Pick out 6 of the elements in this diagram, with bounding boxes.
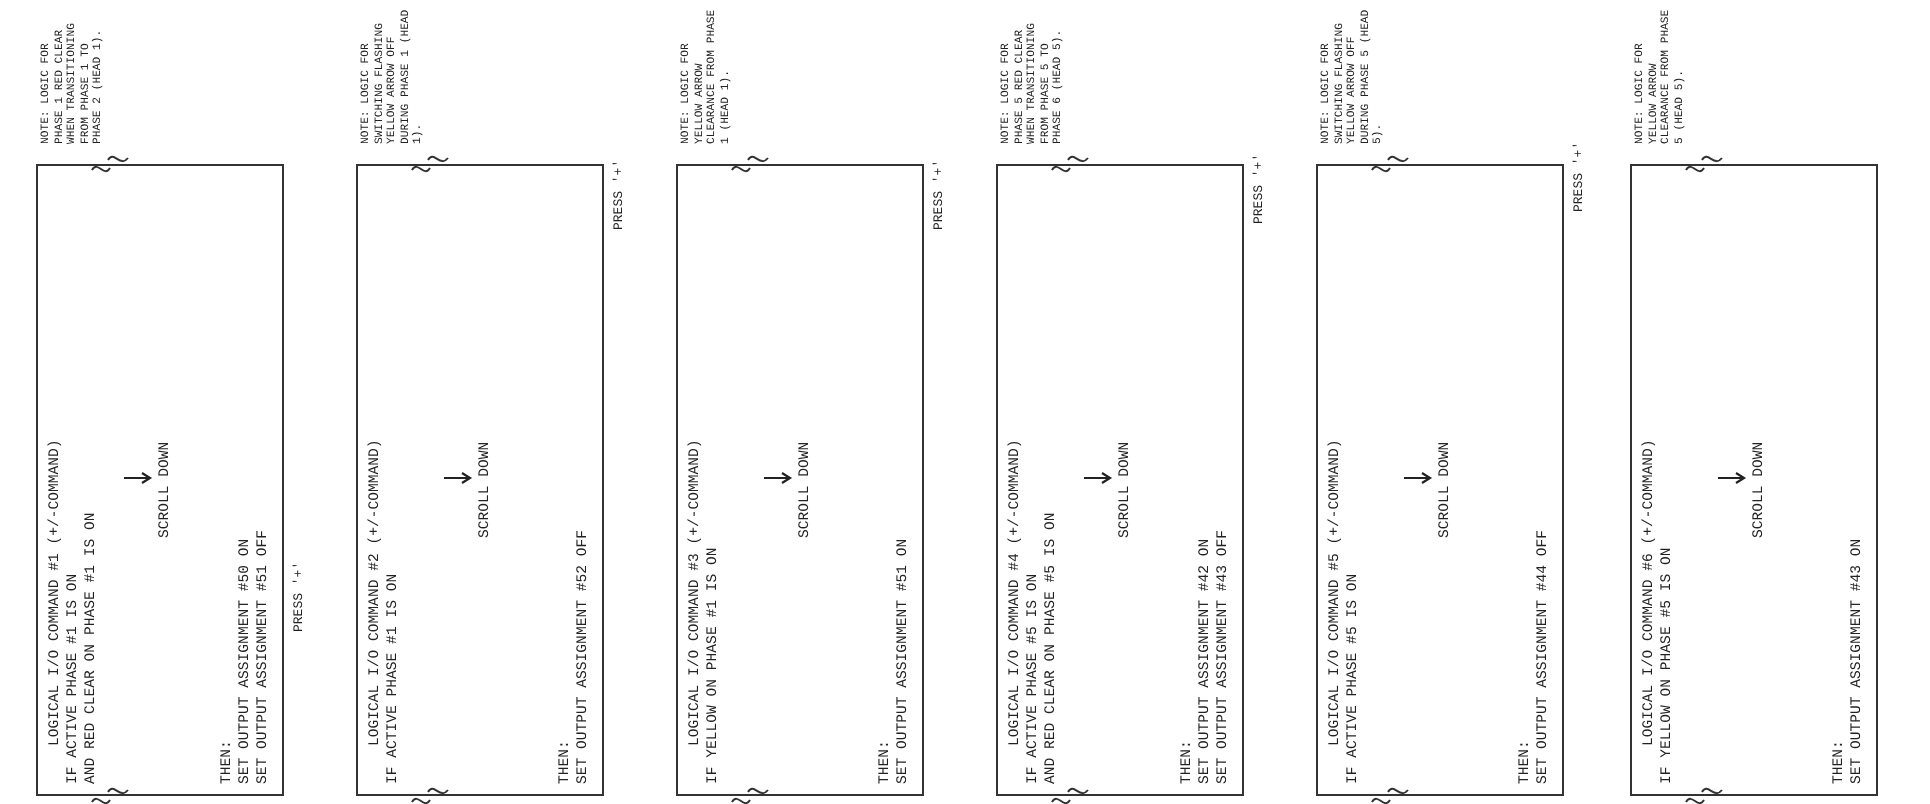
screen-box [676, 164, 924, 796]
screen-box [996, 164, 1244, 796]
screen-box [356, 164, 604, 796]
screen-box [1630, 164, 1878, 796]
screen-box [36, 164, 284, 796]
screen-box [1316, 164, 1564, 796]
